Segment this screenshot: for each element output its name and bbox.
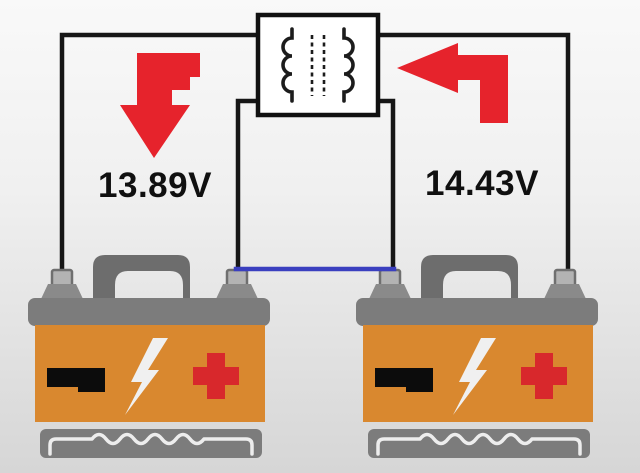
left-voltage-label: 13.89V — [98, 166, 212, 205]
wire-left-inner — [235, 98, 261, 271]
wire-right-inner — [375, 98, 396, 271]
arrow-down-icon — [120, 53, 200, 158]
transformer-primary-coil — [281, 27, 294, 103]
transformer-core-dashes — [310, 35, 326, 96]
converter-outline — [255, 12, 381, 118]
wire-left-outer — [59, 32, 261, 275]
battery-right — [354, 253, 600, 460]
wire-right-outer — [375, 32, 571, 275]
transformer-coils-icon — [281, 27, 355, 103]
arrow-left-icon — [397, 43, 508, 123]
transformer-secondary-coil — [342, 27, 355, 103]
battery-left — [26, 253, 272, 460]
converter-box — [255, 12, 381, 118]
right-voltage-label: 14.43V — [425, 164, 539, 203]
wires — [59, 32, 571, 275]
